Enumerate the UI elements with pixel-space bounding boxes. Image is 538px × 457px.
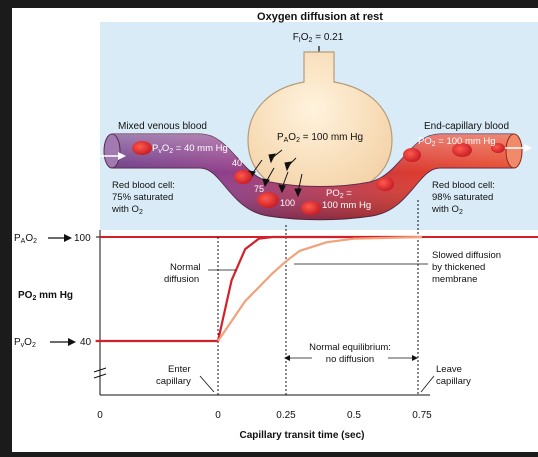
mixed-venous-label: Mixed venous blood bbox=[118, 121, 207, 132]
rbc-6 bbox=[403, 148, 421, 162]
y-tick-100: 100 bbox=[74, 233, 91, 244]
rbc-5 bbox=[376, 177, 394, 191]
cell-value-100: 100 bbox=[280, 198, 295, 208]
mixed-venous-po2: PvO2 = 40 mm Hg bbox=[152, 143, 228, 155]
axis-break-2 bbox=[93, 373, 107, 379]
rbc-2 bbox=[234, 170, 252, 184]
pa-o2-axis-label: PAO2 bbox=[14, 233, 37, 245]
equilibrium-label-2: no diffusion bbox=[326, 354, 374, 365]
leave-label-2: capillary bbox=[436, 376, 471, 387]
rbc-left-info: Red blood cell: 75% saturated with O2 bbox=[111, 180, 175, 216]
y-tick-40: 40 bbox=[80, 337, 92, 348]
cell-value-75: 75 bbox=[254, 184, 264, 194]
enter-leader bbox=[199, 375, 215, 393]
axis-break-1 bbox=[93, 367, 107, 373]
normal-diffusion-label-1: Normal bbox=[170, 262, 201, 273]
mid-capillary-po2-value: 100 mm Hg bbox=[322, 200, 371, 211]
slowed-label-3: membrane bbox=[432, 274, 477, 285]
x-tick-label: 0 bbox=[97, 410, 103, 421]
y-axis-label: PO2 mm Hg bbox=[18, 290, 73, 302]
leave-label-1: Leave bbox=[436, 364, 462, 375]
enter-label-2: capillary bbox=[156, 376, 191, 387]
fio2-label: FIO2 = 0.21 bbox=[293, 32, 344, 44]
x-ticks: 0 0 0.25 0.5 0.75 bbox=[97, 410, 432, 421]
x-tick-label: 0.5 bbox=[347, 410, 361, 421]
slowed-label-2: by thickened bbox=[432, 262, 485, 273]
alveolar-po2-label: PAO2 = 100 mm Hg bbox=[277, 132, 363, 144]
equilibrium-arrowhead-left bbox=[284, 355, 290, 361]
rbc-7 bbox=[452, 143, 472, 157]
rbc-right-info: Red blood cell: 98% saturated with O2 bbox=[431, 180, 495, 216]
x-tick-label: 0.25 bbox=[276, 410, 296, 421]
rbc-left-line1: Red blood cell: bbox=[112, 180, 175, 191]
tube-right-end bbox=[505, 133, 523, 169]
rbc-8 bbox=[491, 143, 505, 153]
rbc-3 bbox=[257, 192, 279, 208]
rbc-left-line3: with O2 bbox=[111, 204, 143, 216]
rbc-right-line3: with O2 bbox=[431, 204, 463, 216]
slowed-label-1: Slowed diffusion bbox=[432, 250, 501, 261]
diffusion-arrows bbox=[248, 149, 303, 198]
x-tick-label: 0.75 bbox=[412, 410, 432, 421]
equilibrium-label-1: Normal equilibrium: bbox=[309, 342, 391, 353]
rbc-left-line2: 75% saturated bbox=[112, 192, 173, 203]
rbc-right-line2: 98% saturated bbox=[432, 192, 493, 203]
rbc-right-line1: Red blood cell: bbox=[432, 180, 495, 191]
pv-o2-arrowhead bbox=[68, 338, 76, 346]
equilibrium-arrowhead-right bbox=[412, 355, 418, 361]
mid-capillary-po2: PO2 = bbox=[326, 188, 352, 200]
end-capillary-label: End-capillary blood bbox=[424, 121, 509, 132]
x-axis-label: Capillary transit time (sec) bbox=[239, 430, 364, 441]
end-capillary-po2: PO2 = 100 mm Hg bbox=[418, 136, 496, 148]
tube-left-end bbox=[103, 133, 121, 169]
pa-o2-arrowhead bbox=[64, 234, 72, 242]
figure-title: Oxygen diffusion at rest bbox=[257, 11, 383, 23]
slowed-diffusion-curve bbox=[217, 235, 423, 342]
normal-diffusion-curve bbox=[95, 235, 422, 343]
x-tick-label: 0 bbox=[215, 410, 221, 421]
rbc-1 bbox=[132, 141, 152, 155]
cell-value-40: 40 bbox=[232, 158, 242, 168]
red-blood-cells bbox=[132, 141, 505, 215]
normal-diffusion-label-2: diffusion bbox=[164, 274, 199, 285]
leave-leader bbox=[420, 375, 435, 393]
flow-arrowhead-in bbox=[118, 152, 126, 160]
po2-chart: 100 40 PAO2 PvO2 PO2 mm Hg 0 0 0.25 0.5 0.75 bbox=[14, 200, 538, 441]
rbc-4 bbox=[301, 201, 321, 215]
flow-arrowhead-out bbox=[524, 144, 532, 152]
pv-o2-axis-label: PvO2 bbox=[14, 337, 36, 349]
enter-label-1: Enter bbox=[168, 364, 191, 375]
